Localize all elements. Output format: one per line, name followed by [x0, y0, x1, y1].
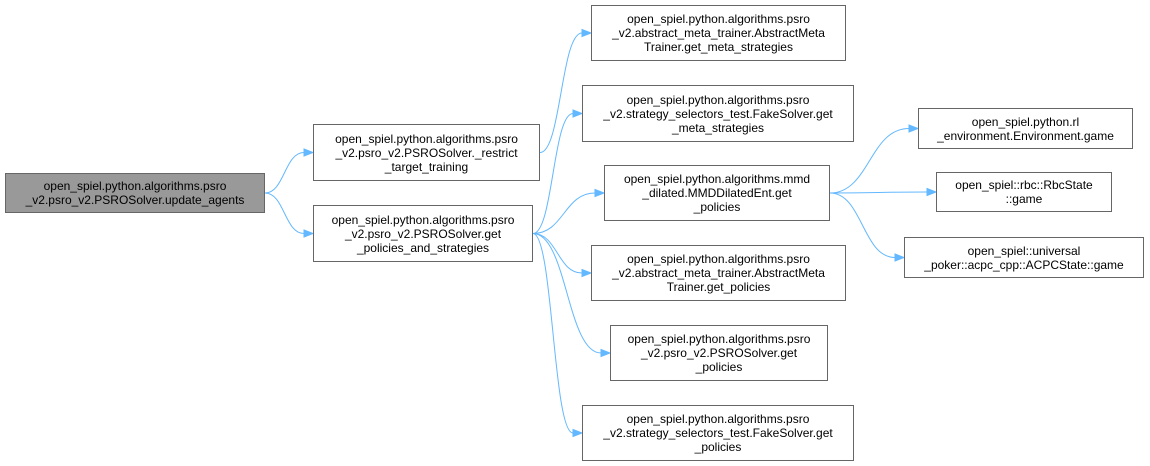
node-label: open_spiel::universal _poker::acpc_cpp::…	[924, 243, 1124, 272]
node-label: open_spiel.python.rl _environment.Enviro…	[937, 114, 1114, 143]
node-psrosolver-get-policies[interactable]: open_spiel.python.algorithms.psro _v2.ps…	[610, 325, 828, 381]
edge-get_policies_and_strategies-to-meta_trainer_get_policies	[532, 233, 583, 274]
edge-mmd_get_policies-to-rbcstate_game	[829, 191, 928, 194]
node-label: open_spiel::rbc::RbcState ::game	[955, 178, 1093, 206]
arrowhead	[600, 348, 612, 358]
node-rl-environment-game[interactable]: open_spiel.python.rl _environment.Enviro…	[918, 108, 1133, 149]
arrowhead	[303, 148, 315, 157]
node-label: open_spiel.python.algorithms.mmd _dilate…	[623, 172, 811, 214]
node-update-agents: open_spiel.python.algorithms.psro _v2.ps…	[5, 173, 265, 213]
edge-update_agents-to-restrict_target_training	[264, 152, 305, 194]
node-label: open_spiel.python.algorithms.psro _v2.ab…	[612, 252, 825, 294]
node-get-policies-and-strategies[interactable]: open_spiel.python.algorithms.psro _v2.ps…	[313, 205, 533, 262]
arrowhead	[572, 428, 584, 438]
edge-mmd_get_policies-to-rl_environment_game	[829, 128, 910, 194]
node-label: open_spiel.python.algorithms.psro _v2.ps…	[25, 179, 245, 207]
edge-get_policies_and_strategies-to-fakesolver_get_policies	[532, 233, 574, 434]
node-fakesolver-get-meta-strategies[interactable]: open_spiel.python.algorithms.psro _v2.st…	[582, 85, 854, 142]
node-meta-trainer-get-policies[interactable]: open_spiel.python.algorithms.psro _v2.ab…	[591, 245, 846, 301]
arrowhead	[581, 28, 593, 38]
arrowhead	[908, 124, 920, 133]
edge-get_policies_and_strategies-to-fakesolver_get_meta_strategies	[532, 113, 574, 234]
node-label: open_spiel.python.algorithms.psro _v2.st…	[603, 412, 833, 454]
node-label: open_spiel.python.algorithms.psro _v2.ps…	[335, 131, 518, 174]
node-rbcstate-game[interactable]: open_spiel::rbc::RbcState ::game	[936, 172, 1112, 212]
node-label: open_spiel.python.algorithms.psro _v2.ab…	[612, 12, 825, 54]
node-label: open_spiel.python.algorithms.psro _v2.ps…	[627, 332, 811, 374]
node-mmd-get-policies[interactable]: open_spiel.python.algorithms.mmd _dilate…	[604, 165, 830, 221]
node-meta-trainer-get-meta-strategies[interactable]: open_spiel.python.algorithms.psro _v2.ab…	[591, 5, 846, 61]
edge-get_policies_and_strategies-to-psrosolver_get_policies	[532, 233, 602, 354]
edge-restrict_target_training-to-meta_trainer_get_meta_strategies	[539, 32, 583, 153]
edge-update_agents-to-get_policies_and_strategies	[264, 192, 305, 234]
arrowhead	[594, 188, 606, 198]
arrowhead	[894, 253, 906, 262]
node-label: open_spiel.python.algorithms.psro _v2.st…	[603, 92, 833, 135]
arrowhead	[926, 187, 938, 197]
arrowhead	[303, 229, 315, 238]
arrowhead	[572, 109, 584, 118]
edge-get_policies_and_strategies-to-mmd_get_policies	[532, 192, 596, 234]
node-label: open_spiel.python.algorithms.psro _v2.ps…	[331, 212, 515, 255]
arrowhead	[581, 268, 593, 278]
node-fakesolver-get-policies[interactable]: open_spiel.python.algorithms.psro _v2.st…	[582, 405, 854, 461]
node-restrict-target-training[interactable]: open_spiel.python.algorithms.psro _v2.ps…	[313, 124, 540, 181]
node-acpcstate-game[interactable]: open_spiel::universal _poker::acpc_cpp::…	[904, 237, 1144, 278]
edge-mmd_get_policies-to-acpcstate_game	[829, 192, 896, 258]
